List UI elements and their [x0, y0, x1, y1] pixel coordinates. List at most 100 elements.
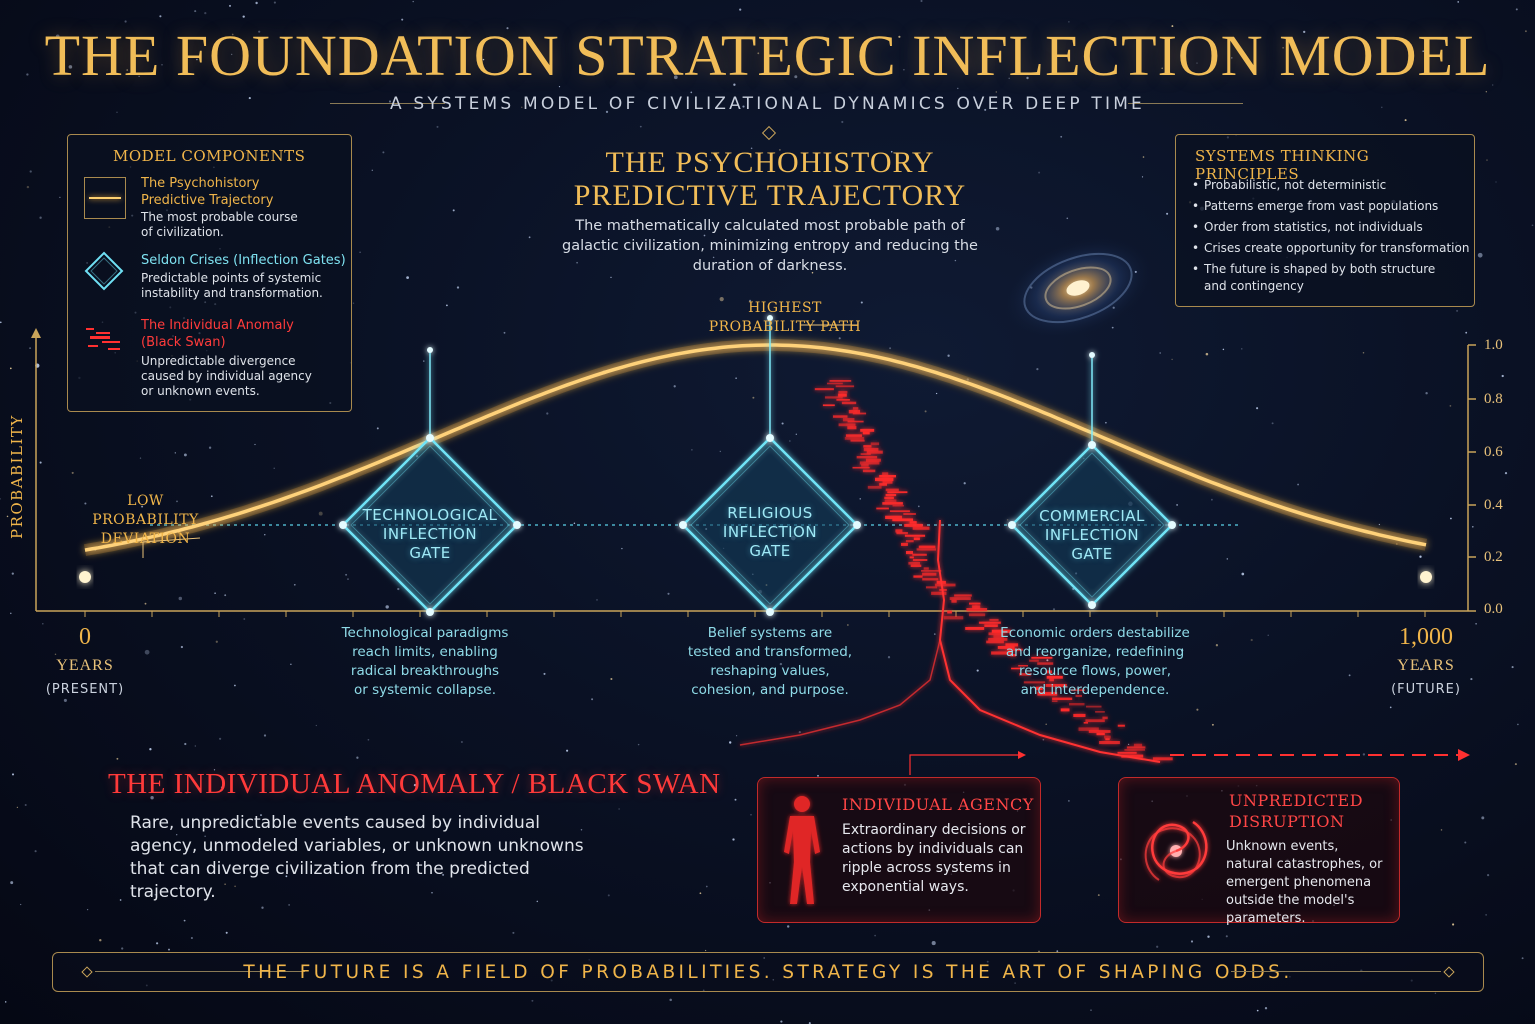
anomaly-pixel	[1010, 654, 1016, 657]
anomaly-pixel	[1152, 757, 1173, 761]
star	[1105, 421, 1107, 424]
star	[1222, 348, 1225, 351]
star	[1038, 171, 1041, 174]
star	[1008, 77, 1010, 80]
star	[633, 220, 635, 223]
star	[1515, 8, 1518, 11]
star	[1060, 135, 1063, 138]
principles-list: Probabilistic, not deterministic Pattern…	[1190, 177, 1470, 295]
anomaly-pixel	[984, 624, 998, 627]
star	[194, 745, 196, 747]
components-heading: MODEL COMPONENTS	[113, 147, 306, 165]
anomaly-pixel	[912, 553, 927, 556]
anomaly-title: THE INDIVIDUAL ANOMALY / BLACK SWAN	[108, 768, 721, 800]
star	[704, 949, 707, 952]
star	[1362, 753, 1366, 756]
star	[512, 931, 515, 934]
individual-agency-title: INDIVIDUAL AGENCY	[842, 795, 1034, 814]
anomaly-pixel	[879, 483, 887, 486]
star	[1486, 159, 1488, 161]
gate-desc-line: and interdependence.	[1020, 682, 1170, 698]
star	[150, 796, 154, 800]
star	[6, 515, 9, 518]
star	[248, 97, 251, 100]
star	[178, 596, 183, 601]
star	[16, 806, 19, 809]
star	[174, 452, 176, 454]
anomaly-pixel	[1083, 722, 1088, 724]
anomaly-pixel	[968, 613, 986, 617]
anomaly-pixel	[860, 453, 871, 455]
anomaly-pixel	[1069, 703, 1085, 706]
anomaly-pixel	[875, 477, 894, 482]
anomaly-pixel	[910, 564, 922, 567]
star	[385, 605, 389, 609]
star	[735, 735, 738, 737]
star	[1282, 47, 1284, 49]
anomaly-pixel	[848, 409, 860, 414]
anomaly-pixel	[892, 518, 913, 522]
star	[607, 894, 610, 897]
star	[558, 85, 561, 88]
anomaly-pixel	[863, 447, 879, 452]
star	[436, 125, 439, 128]
star	[29, 170, 32, 173]
star	[258, 30, 261, 33]
star	[9, 367, 12, 370]
star	[204, 835, 206, 837]
star	[285, 875, 288, 878]
star	[1171, 358, 1173, 361]
star	[71, 471, 74, 474]
trajectory-title: THE PSYCHOHISTORY PREDICTIVE TRAJECTORY	[520, 146, 1020, 212]
star	[39, 461, 42, 464]
gate-label-line: INFLECTION	[382, 525, 478, 543]
systems-principles-panel: SYSTEMS THINKING PRINCIPLES Probabilisti…	[1175, 134, 1475, 307]
x-start-caption: (PRESENT)	[45, 682, 125, 697]
human-figure-icon	[784, 796, 820, 904]
star	[1487, 874, 1490, 877]
star	[521, 106, 523, 109]
star	[781, 422, 784, 425]
x-tick-marks	[84, 611, 1426, 617]
star	[190, 936, 193, 940]
star	[180, 645, 184, 649]
inflection-gate-diamond	[679, 315, 861, 616]
star	[0, 498, 1, 500]
star	[1348, 674, 1351, 677]
star	[919, 196, 921, 199]
anomaly-pixel	[918, 545, 936, 549]
star	[1097, 894, 1100, 897]
anomaly-pixel	[861, 464, 869, 467]
star	[786, 925, 790, 928]
star	[561, 849, 563, 851]
spiral-galaxy-icon	[1001, 235, 1155, 341]
star	[1422, 50, 1424, 52]
star	[1514, 763, 1517, 766]
star	[255, 1, 258, 5]
y-tick-label: 0.6	[1484, 444, 1503, 460]
anomaly-pixel	[885, 515, 902, 519]
star	[742, 105, 745, 108]
star	[1068, 800, 1070, 802]
gate-label-commercial: COMMERCIAL INFLECTION GATE	[1017, 507, 1167, 564]
star	[196, 58, 198, 61]
star	[183, 453, 187, 457]
star	[26, 73, 29, 76]
gate-desc-line: or systemic collapse.	[353, 682, 497, 698]
star	[709, 159, 712, 162]
star	[1045, 723, 1047, 725]
star	[1449, 405, 1452, 407]
anomaly-pixel	[1045, 684, 1067, 687]
star	[168, 948, 170, 951]
anomaly-pixel	[824, 396, 843, 399]
star	[1225, 935, 1228, 938]
star	[719, 296, 724, 302]
anomaly-pixel	[922, 572, 937, 576]
gate-desc-technological: Technological paradigms reach limits, en…	[315, 624, 535, 700]
star	[1450, 517, 1452, 520]
anomaly-pixel	[951, 599, 957, 603]
star	[1241, 572, 1245, 576]
gate-desc-line: resource flows, power,	[1018, 663, 1172, 679]
star	[1267, 634, 1269, 636]
star	[734, 798, 737, 801]
